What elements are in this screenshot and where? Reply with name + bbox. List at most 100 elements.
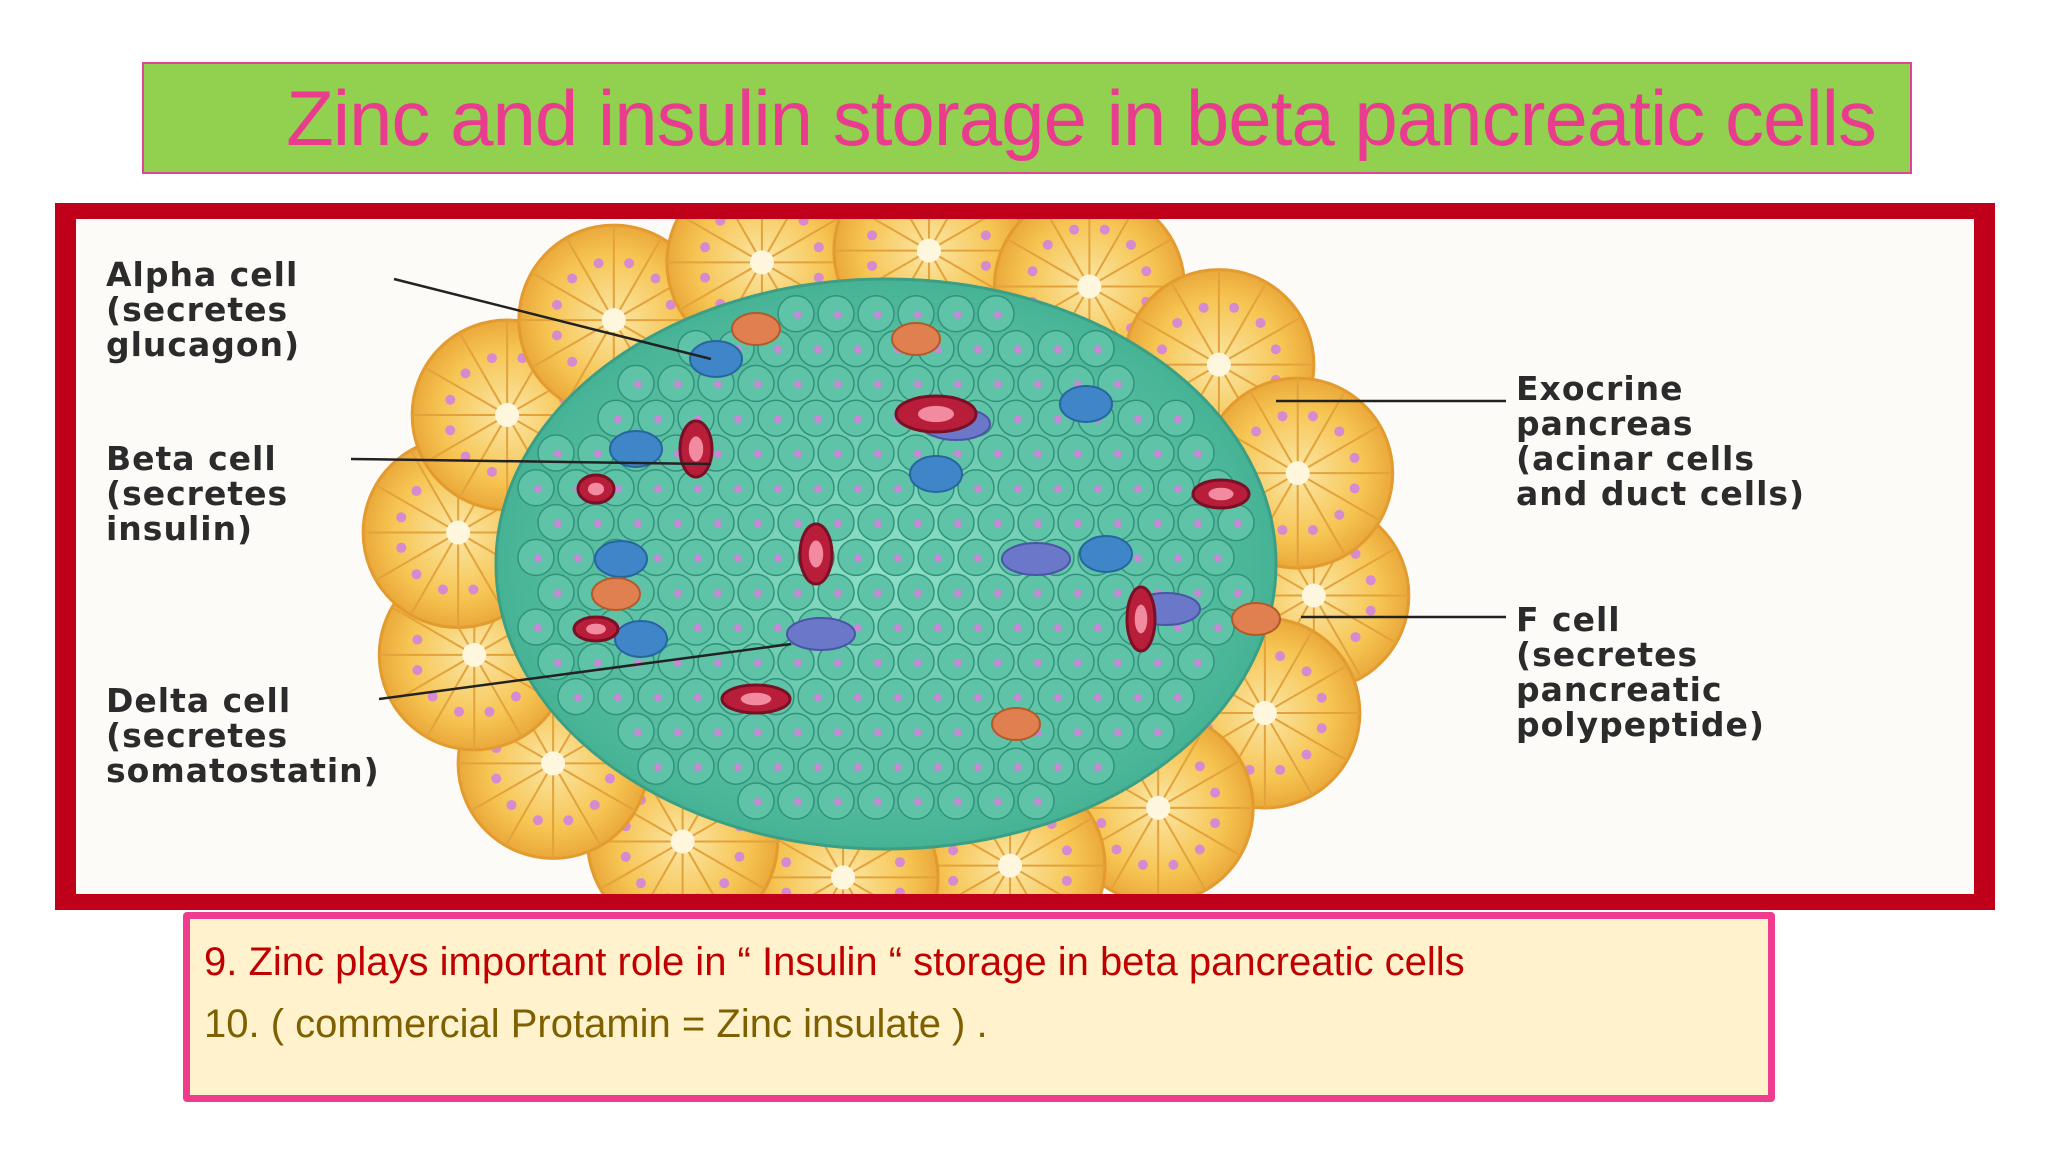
acinar-nucleus (396, 512, 407, 523)
beta-cell-nucleus (774, 415, 782, 424)
acinar-lumen (1252, 700, 1277, 725)
acinar-nucleus (1334, 509, 1345, 520)
beta-cell-nucleus (774, 763, 782, 772)
beta-cell-nucleus (714, 589, 722, 598)
beta-cell-nucleus (974, 763, 982, 772)
acinar-wedge-line (651, 841, 684, 894)
acinar-nucleus (781, 887, 792, 894)
acinar-nucleus (491, 773, 502, 784)
f-cell (891, 322, 941, 356)
acinar-nucleus (1275, 651, 1286, 662)
acinar-nucleus (1141, 266, 1152, 277)
alpha-cell (1079, 535, 1133, 573)
beta-cell-nucleus (954, 310, 962, 319)
diagram-frame: Alpha cell (secretes glucagon) Beta cell… (55, 203, 1995, 910)
acinar-nucleus (894, 887, 905, 894)
beta-cell-nucleus (1194, 589, 1202, 598)
beta-cell-nucleus (694, 554, 702, 563)
beta-cell-nucleus (1054, 693, 1062, 702)
acinar-lumen (541, 751, 566, 776)
acinar-wedge-line (1264, 664, 1348, 714)
page-title: Zinc and insulin storage in beta pancrea… (286, 74, 1877, 162)
beta-cell-nucleus (794, 798, 802, 806)
acinar-wedge-line (531, 319, 615, 369)
acinar-nucleus (715, 219, 726, 226)
acinar-wedge-line (1006, 238, 1090, 288)
acinar-wedge-line (565, 319, 615, 403)
acinar-nucleus (1099, 224, 1110, 235)
beta-cell-nucleus (914, 589, 922, 598)
beta-cell-nucleus (994, 658, 1002, 667)
beta-cell-nucleus (1074, 728, 1082, 737)
exocrine-pancreas-label: Exocrine pancreas (acinar cells and duct… (1516, 369, 1806, 513)
acinar-nucleus (567, 273, 578, 284)
acinar-lumen (1146, 795, 1171, 820)
acinar-wedge-line (531, 271, 615, 322)
acinar-nucleus (1229, 302, 1240, 313)
acinar-lumen (601, 308, 626, 333)
acinar-lumen (1077, 274, 1102, 299)
beta-cell-nucleus (1114, 519, 1122, 528)
acinar-wedge-line (1157, 759, 1241, 809)
beta-cell-nucleus (934, 763, 942, 772)
acinar-wedge-line (409, 449, 460, 534)
alpha-leader-line (393, 277, 712, 361)
beta-cell-nucleus (754, 728, 762, 737)
label-leader-lines (350, 277, 1506, 701)
beta-cell-nucleus (1214, 554, 1222, 563)
beta-cell-nucleus (854, 763, 862, 772)
acinar-nucleus (445, 425, 456, 436)
acinar-wedge-line (552, 762, 602, 847)
acinar-nucleus (1137, 859, 1148, 870)
acinar-nucleus (867, 230, 878, 241)
acinar-nucleus (411, 569, 422, 580)
acinar-nucleus (813, 272, 824, 283)
alpha-cell (689, 340, 743, 378)
acinar-lumen (1301, 583, 1326, 608)
acinar-wedge-line (1170, 281, 1220, 366)
beta-cell-nucleus (734, 554, 742, 563)
acinar-nucleus (396, 542, 407, 553)
beta-cell-nucleus (1014, 484, 1022, 493)
acinar-nucleus (1365, 605, 1376, 616)
beta-cell-nucleus (534, 624, 542, 632)
f-cell (991, 707, 1041, 741)
acinar-lumen (831, 865, 856, 890)
acinar-nucleus (484, 706, 495, 717)
beta-cell-nucleus (874, 658, 882, 667)
beta-cell-nucleus (774, 554, 782, 563)
acinar-lumen (916, 238, 941, 263)
beta-cell-nucleus (894, 693, 902, 702)
acinar-wedge-line (1263, 630, 1314, 714)
delta-cell (786, 617, 856, 651)
acinar-nucleus (1126, 239, 1137, 250)
beta-cell-nucleus (754, 380, 762, 389)
beta-cell-nucleus (654, 484, 662, 493)
beta-cell-nucleus (654, 415, 662, 424)
beta-cell-nucleus (614, 415, 622, 424)
beta-cell-nucleus (714, 450, 722, 458)
beta-cell-nucleus (554, 589, 562, 598)
acinar-nucleus (1198, 302, 1209, 313)
beta-cell-nucleus (914, 380, 922, 389)
acinar-nucleus (665, 893, 670, 894)
capillary-lumen (808, 540, 824, 568)
acinar-nucleus (486, 466, 497, 477)
beta-cell-nucleus (654, 693, 662, 702)
beta-cell-nucleus (694, 693, 702, 702)
acinar-nucleus (1027, 266, 1038, 277)
beta-cell-nucleus (1054, 763, 1062, 772)
capillary-lumen (688, 436, 704, 462)
acinar-nucleus (1255, 317, 1266, 328)
beta-cell-nucleus (1034, 450, 1042, 458)
acinar-nucleus (1365, 575, 1376, 586)
f-cell-label: F cell (secretes pancreatic polypeptide) (1516, 600, 1765, 744)
acinar-nucleus (1069, 224, 1080, 235)
acinar-nucleus (460, 368, 471, 379)
acinar-wedge-line (1157, 725, 1207, 809)
beta-cell-nucleus (714, 380, 722, 389)
capillary-lumen (918, 405, 954, 423)
acinar-wedge-line (424, 414, 508, 464)
beta-cell-nucleus (854, 415, 862, 424)
beta-cell-nucleus (1054, 484, 1062, 493)
